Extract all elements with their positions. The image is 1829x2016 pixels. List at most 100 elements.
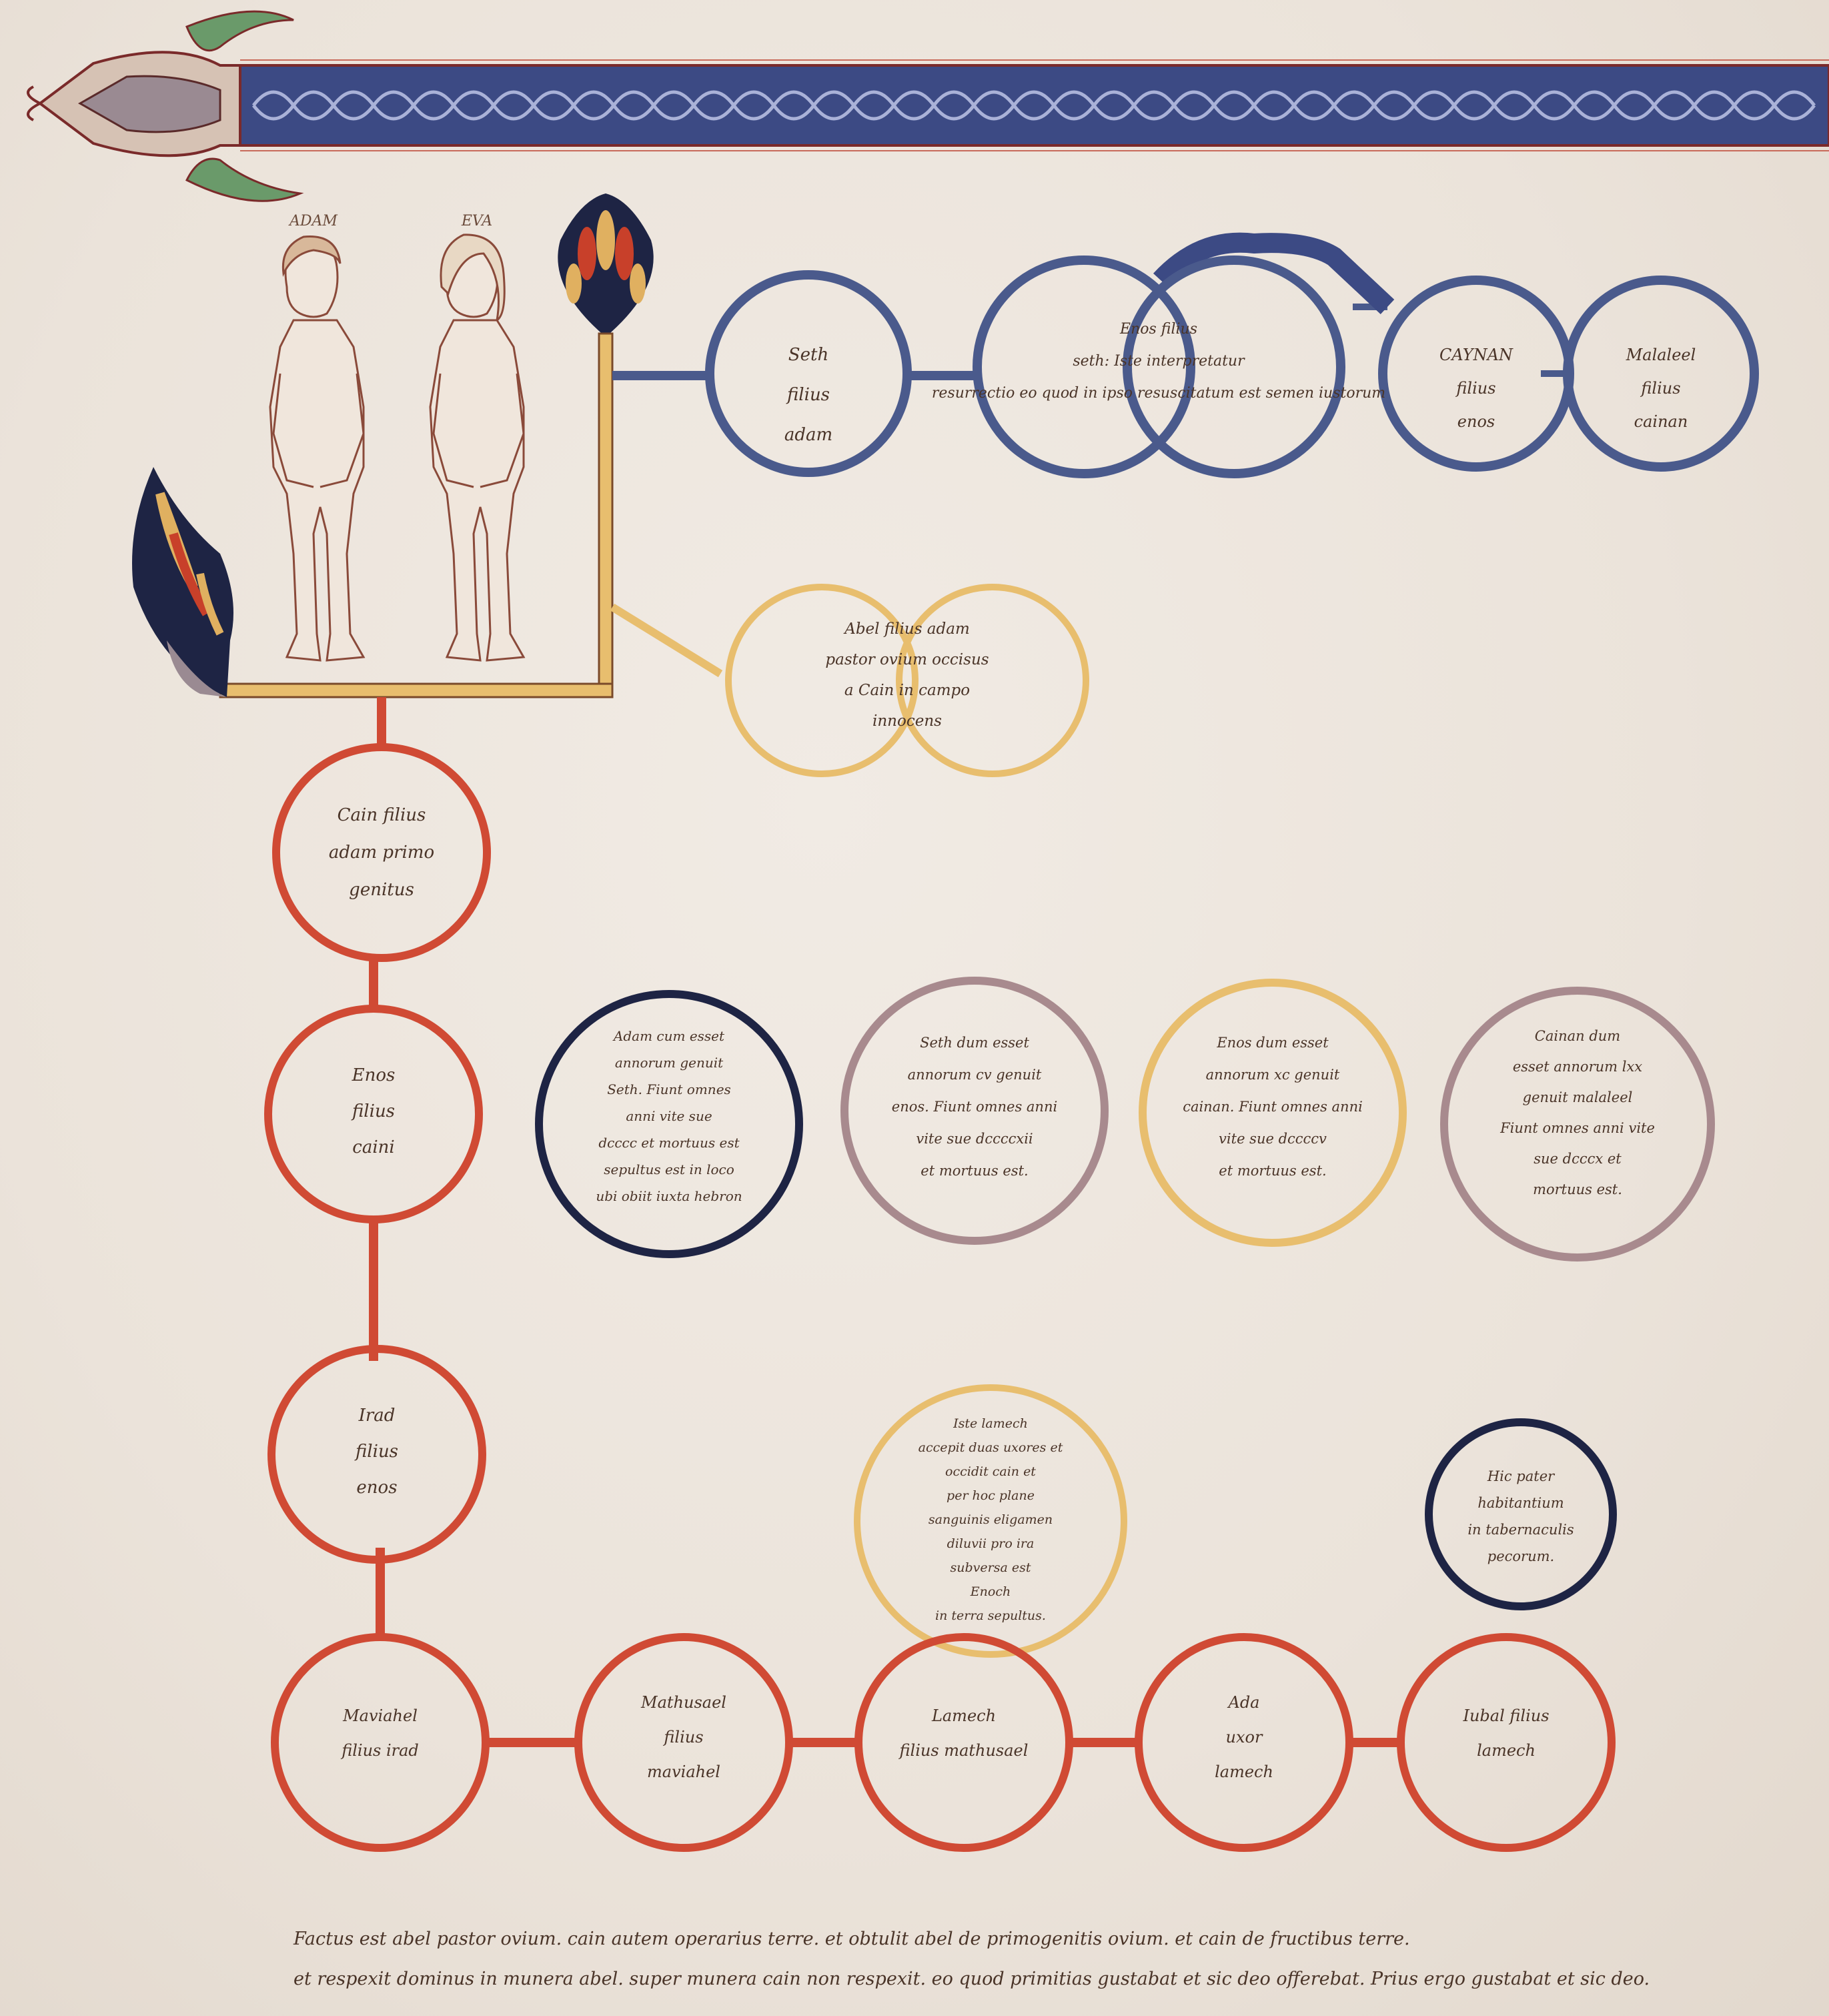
circle-text-line: Malaleel xyxy=(1626,346,1696,364)
circle-text-line: Adam cum esset xyxy=(612,1028,725,1044)
circle-adam-years xyxy=(535,990,803,1258)
circle-text-line: enos. Fiunt omnes anni xyxy=(892,1099,1057,1115)
circle-text-line: a Cain in campo xyxy=(844,682,970,699)
eva-label: EVA xyxy=(461,213,492,229)
adam-eve-frame xyxy=(132,193,654,698)
circle-ada xyxy=(1135,1633,1353,1852)
circle-text-line: seth: Iste interpretatur xyxy=(1073,353,1245,370)
circle-text-line: occidit cain et xyxy=(945,1464,1036,1479)
circle-text-line: Irad xyxy=(358,1406,396,1426)
circle-text-caynan: CAYNAN filius enos xyxy=(1439,346,1513,431)
circle-text-cainan-years: Cainan dum esset annorum lxx genuit malale… xyxy=(1499,1028,1655,1197)
circle-text-line: Abel filius adam xyxy=(843,620,970,638)
circle-text-line: pastor ovium occisus xyxy=(825,651,989,668)
bottom-text-line-1: Factus est abel pastor ovium. cain autem… xyxy=(293,1929,1410,1949)
adam-label: ADAM xyxy=(288,213,338,229)
adam-figure xyxy=(269,235,366,662)
circle-jubal-note xyxy=(1425,1418,1617,1610)
circle-text-line: sepultus est in loco xyxy=(604,1161,734,1177)
circle-text-line: filius xyxy=(662,1728,703,1746)
circle-text-line: lamech xyxy=(1477,1741,1536,1760)
circle-text-line: pecorum. xyxy=(1487,1548,1554,1564)
connectors xyxy=(369,232,1568,1747)
circle-text-line: CAYNAN xyxy=(1439,346,1513,364)
circle-text-line: genitus xyxy=(349,880,414,900)
circle-text-jubal: Iubal filius lamech xyxy=(1462,1706,1549,1760)
bottom-text-line-2: et respexit dominus in munera abel. supe… xyxy=(293,1969,1650,1989)
circle-text-line: cainan. Fiunt omnes anni xyxy=(1183,1099,1363,1115)
circle-text-line: enos xyxy=(1457,412,1495,431)
circle-abel-left xyxy=(725,584,919,777)
circle-text-line: diluvii pro ira xyxy=(947,1536,1035,1551)
circle-text-line: sanguinis eligamen xyxy=(929,1512,1053,1527)
circle-maviahel xyxy=(271,1633,490,1852)
circle-text-line: Hic pater xyxy=(1487,1468,1556,1484)
circle-text-line: annorum cv genuit xyxy=(908,1067,1042,1083)
circle-text-line: filius xyxy=(351,1101,395,1121)
circle-text-line: Cainan dum xyxy=(1535,1028,1620,1044)
circle-text-line: filius xyxy=(354,1442,398,1462)
circle-text-line: filius mathusael xyxy=(898,1741,1029,1760)
circle-text-line: caini xyxy=(352,1137,394,1157)
circle-abel-right xyxy=(896,584,1089,777)
circle-text-irad: Irad filius enos xyxy=(354,1406,398,1498)
circle-text-line: Iste lamech xyxy=(953,1416,1028,1431)
circle-lamech-note xyxy=(854,1384,1127,1658)
circle-text-line: ubi obiit iuxta hebron xyxy=(596,1188,742,1204)
palmette-leaf-top xyxy=(558,193,654,337)
circle-text-line: Mathusael xyxy=(640,1693,726,1712)
circle-text-mathusael: Mathusael filius maviahel xyxy=(640,1693,726,1781)
circle-text-line: et mortuus est. xyxy=(921,1163,1028,1179)
circle-text-line: cainan xyxy=(1634,412,1688,431)
circle-text-line: filius xyxy=(1455,379,1495,398)
circle-text-line: resurrectio eo quod in ipso resuscitatum… xyxy=(932,385,1385,402)
circle-seth-years xyxy=(840,977,1109,1245)
circle-text-line: Enos xyxy=(352,1065,396,1085)
circle-irad xyxy=(267,1345,486,1564)
circle-text-line: Seth dum esset xyxy=(920,1035,1029,1051)
circle-text-line: maviahel xyxy=(647,1762,720,1781)
circle-text-line: genuit malaleel xyxy=(1523,1089,1633,1105)
circle-text-line: adam xyxy=(784,425,832,445)
circle-enos-right xyxy=(1123,256,1345,478)
circle-text-line: filius irad xyxy=(340,1741,419,1760)
circle-enos-cain xyxy=(264,1005,483,1223)
circle-lamech xyxy=(854,1633,1073,1852)
circle-mathusael xyxy=(574,1633,793,1852)
circle-text-line: filius xyxy=(1640,379,1680,398)
circle-text-abel: Abel filius adam pastor ovium occisus a Ca… xyxy=(825,620,989,730)
header-ornament xyxy=(27,10,1829,202)
circle-text-line: Iubal filius xyxy=(1462,1706,1549,1725)
circle-text-line: filius xyxy=(786,385,830,405)
circle-text-seth: Seth filius adam xyxy=(784,345,832,445)
circle-text-line: annorum xc genuit xyxy=(1206,1067,1340,1083)
eve-figure xyxy=(429,233,526,662)
circle-text-line: Fiunt omnes anni vite xyxy=(1499,1120,1655,1136)
circle-text-line: Seth xyxy=(788,345,828,365)
circle-text-line: lamech xyxy=(1215,1762,1273,1781)
circle-text-line: et mortuus est. xyxy=(1219,1163,1326,1179)
circle-text-line: anni vite sue xyxy=(626,1108,712,1124)
circle-jubal xyxy=(1397,1633,1616,1852)
circle-text-line: dcccc et mortuus est xyxy=(598,1135,740,1151)
circle-text-line: vite sue dccccv xyxy=(1219,1131,1327,1147)
circle-text-line: vite sue dccccxii xyxy=(916,1131,1033,1147)
circle-text-line: habitantium xyxy=(1477,1495,1564,1511)
circle-text-line: uxor xyxy=(1226,1728,1263,1746)
circle-text-line: Enos filius xyxy=(1119,321,1197,338)
circle-text-line: enos xyxy=(356,1478,397,1498)
circle-text-ada: Ada uxor lamech xyxy=(1215,1693,1273,1781)
circle-enos-years xyxy=(1139,979,1407,1247)
circle-text-line: accepit duas uxores et xyxy=(919,1440,1063,1455)
circle-text-line: annorum genuit xyxy=(615,1055,724,1071)
circle-text-line: esset annorum lxx xyxy=(1513,1059,1642,1075)
circle-text-line: Ada xyxy=(1227,1693,1259,1712)
circle-text-line: sue dcccx et xyxy=(1534,1151,1622,1167)
